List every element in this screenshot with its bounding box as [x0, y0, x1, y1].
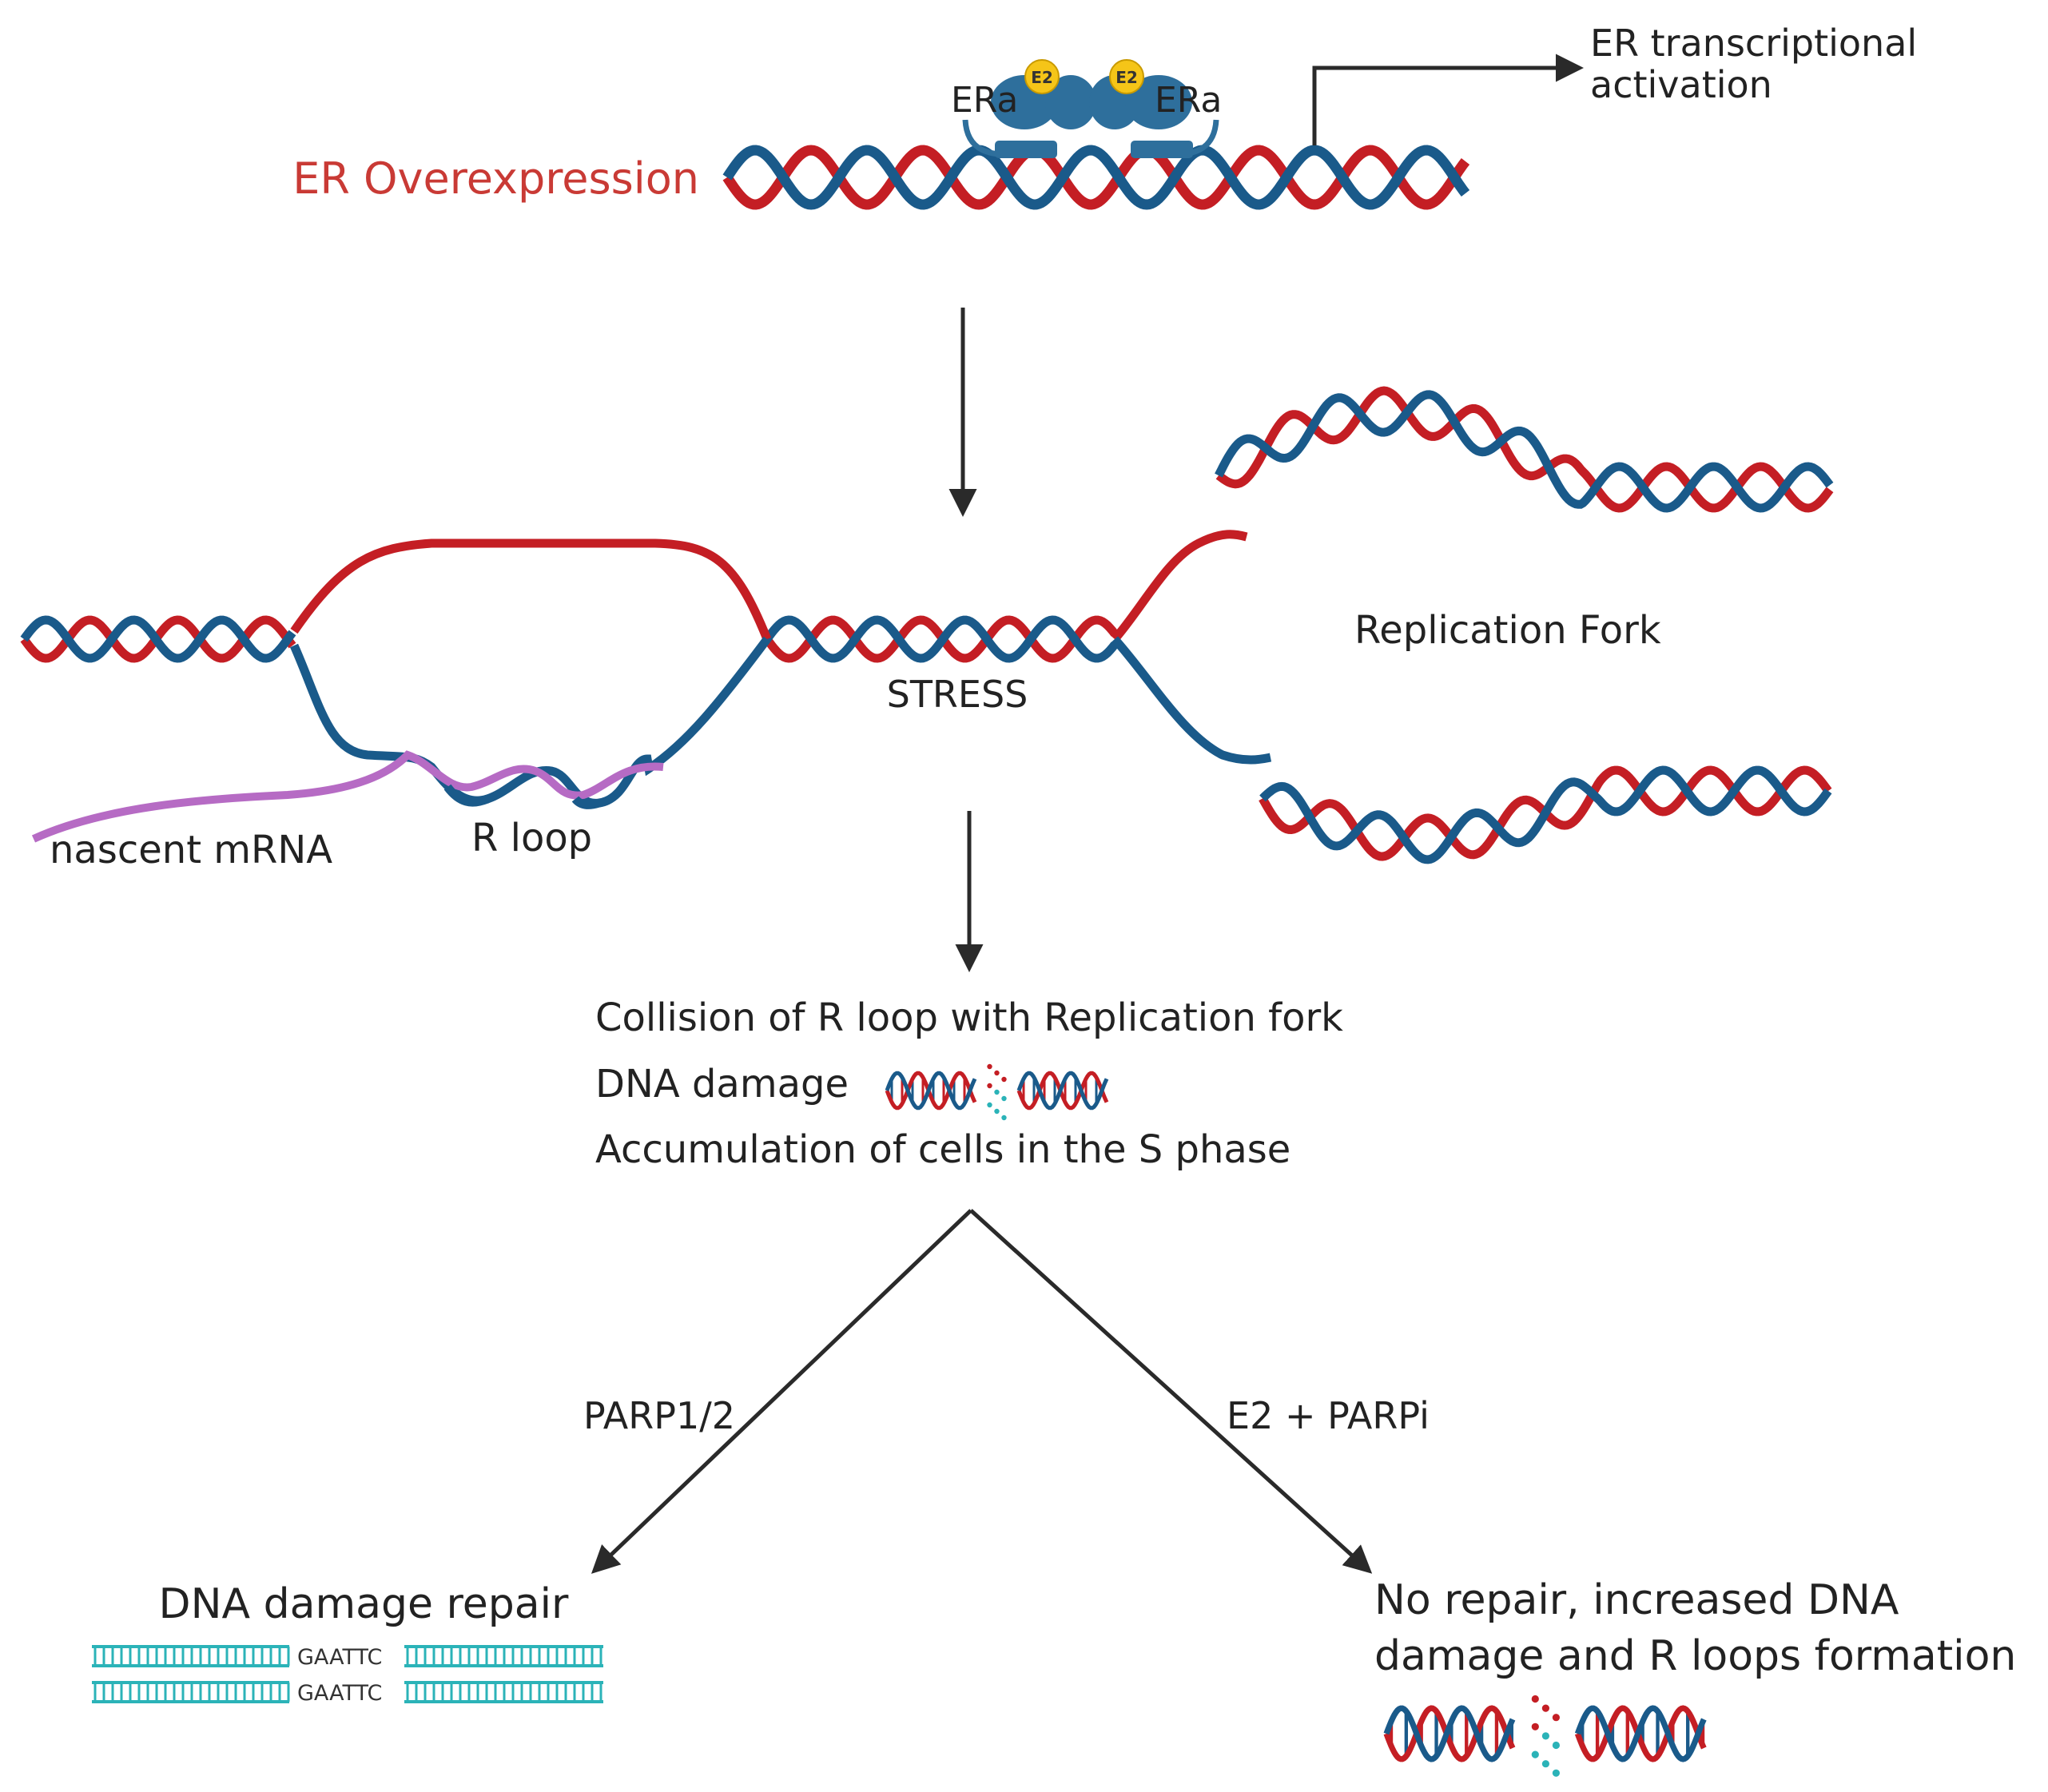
er-activation-line2: activation: [1590, 63, 1772, 106]
sequence-top: GAATTC: [297, 1645, 382, 1670]
dna-fragment: [987, 1102, 992, 1108]
broken-strand-red: [885, 1071, 977, 1111]
dna-fragment: [1531, 1695, 1539, 1703]
e2-ligand-left: [1024, 59, 1060, 94]
helix-strand-blue: [1215, 390, 1834, 513]
r-loop-label: R loop: [471, 816, 592, 860]
repair-result: DNA damage repair GAATTC GAATTC: [92, 1580, 603, 1706]
er-activation-line1: ER transcriptional: [1590, 22, 1917, 65]
helix-strand-red: [1215, 386, 1834, 513]
fork-bottom-helix: [1259, 765, 1832, 864]
repaired-dna-ladder: [92, 1645, 603, 1703]
template-strand-overlap: [443, 784, 601, 809]
helix-strand-blue: [722, 145, 1470, 210]
replication-fork-label: Replication Fork: [1354, 608, 1661, 653]
outcome-block: Collision of R loop with Replication for…: [595, 995, 1343, 1172]
s-phase-text: Accumulation of cells in the S phase: [595, 1127, 1290, 1172]
er-alpha-receptor-right: E2: [1089, 59, 1219, 158]
e2-parpi-label: E2 + PARPi: [1227, 1394, 1430, 1437]
branching-arrows: PARP1/2 E2 + PARPi: [583, 1209, 1430, 1574]
broken-dna-icon-large: [1383, 1695, 1707, 1777]
left-dna-helix: [20, 615, 296, 663]
dna-damage-icon: [885, 1063, 1109, 1121]
central-dna-helix: [763, 615, 1119, 663]
er-overexpression-section: ER Overexpression E2 E2 ERa ERa ER trans…: [292, 22, 1917, 210]
broken-strand-red: [1383, 1705, 1516, 1762]
dna-fragment: [1541, 1732, 1549, 1740]
dna-fragment: [994, 1070, 1000, 1076]
parp12-label: PARP1/2: [583, 1394, 735, 1437]
stress-label: STRESS: [887, 673, 1028, 716]
er-overexpression-label: ER Overexpression: [292, 153, 699, 204]
broken-strand-red: [1016, 1071, 1109, 1111]
dna-damage-repair-label: DNA damage repair: [159, 1580, 570, 1628]
dna-fragment: [987, 1063, 992, 1070]
dna-fragment: [987, 1083, 992, 1089]
fork-top-stem: [1111, 530, 1248, 642]
top-dna-helix: [722, 145, 1470, 210]
broken-strand-blue: [1016, 1071, 1109, 1111]
helix-strand-blue: [1259, 765, 1832, 864]
dna-fragment: [1531, 1722, 1539, 1730]
arrow-to-no-repair: [969, 1209, 1373, 1574]
dna-fragment: [1552, 1769, 1560, 1777]
displaced-strand: [290, 538, 772, 642]
helix-strand-blue: [20, 615, 296, 663]
no-repair-result: No repair, increased DNA damage and R lo…: [1374, 1576, 2016, 1777]
broken-strand-red: [1574, 1705, 1707, 1762]
e2-ligand-left-label: E2: [1031, 68, 1053, 87]
arrow-to-repair: [591, 1209, 972, 1574]
fork-bottom-stem: [1111, 636, 1272, 765]
transcription-arrow: [1312, 54, 1584, 145]
e2-ligand-right: [1109, 59, 1144, 94]
nascent-mrna-label: nascent mRNA: [50, 828, 332, 872]
e2-ligand-right-label: E2: [1115, 68, 1138, 87]
broken-strand-blue: [885, 1071, 977, 1111]
fork-top-helix: [1215, 386, 1834, 513]
er-alpha-receptor-left: E2: [962, 59, 1096, 158]
dna-fragment: [994, 1089, 1000, 1095]
broken-strand-blue: [1383, 1705, 1516, 1762]
collision-text: Collision of R loop with Replication for…: [595, 995, 1343, 1040]
dna-fragment: [994, 1108, 1000, 1115]
sequence-bottom: GAATTC: [297, 1681, 382, 1706]
dna-fragment: [1552, 1714, 1560, 1722]
dna-fragment: [1001, 1095, 1007, 1102]
era-left-label: ERa: [951, 80, 1018, 121]
helix-strand-blue: [763, 615, 1119, 663]
r-loop-replication-section: STRESS nascent mRNA R loop Replication F…: [20, 386, 1834, 872]
dna-damage-text: DNA damage: [595, 1062, 849, 1107]
dna-fragment: [1001, 1076, 1007, 1083]
dna-fragment: [1552, 1741, 1560, 1750]
dna-fragment: [1531, 1750, 1539, 1758]
dna-fragment: [1541, 1704, 1549, 1712]
era-right-label: ERa: [1155, 80, 1222, 121]
dna-fragment: [1541, 1760, 1549, 1768]
no-repair-line1: No repair, increased DNA: [1374, 1576, 1899, 1624]
no-repair-line2: damage and R loops formation: [1374, 1632, 2016, 1680]
broken-strand-blue: [1574, 1705, 1707, 1762]
nascent-mrna-strand: [31, 750, 664, 843]
dna-fragment: [1001, 1115, 1007, 1121]
